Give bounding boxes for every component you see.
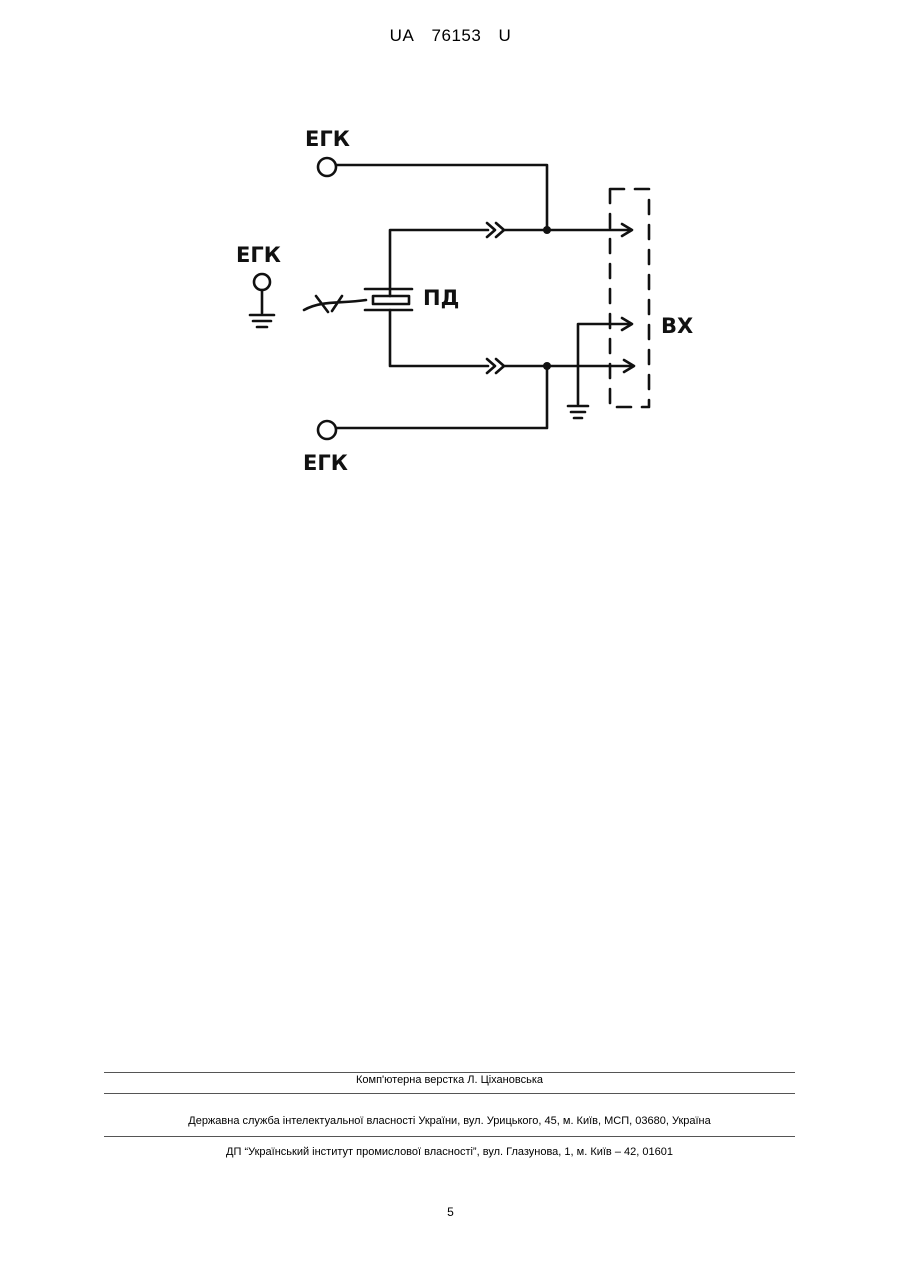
footer-layout-credit: Комп'ютерна верстка Л. Ціхановська: [104, 1074, 795, 1086]
label-left-electrode: ЕГК: [236, 243, 281, 267]
bottom-electrode-wire: [336, 366, 547, 428]
sensor-cable: [304, 296, 366, 312]
footer-rule-1: [104, 1072, 795, 1073]
page-number: 5: [0, 1205, 901, 1219]
label-input-block: ВХ: [661, 314, 693, 338]
input-block-frame: [610, 189, 649, 407]
ground-symbol-right: [568, 406, 588, 418]
sensor-body: [373, 296, 409, 304]
label-top-electrode: ЕГК: [305, 127, 350, 151]
label-sensor: ПД: [423, 286, 459, 310]
left-electrode-circle: [254, 274, 270, 290]
upper-connector: [487, 223, 504, 237]
footer-service-address: Державна служба інтелектуальної власност…: [104, 1115, 795, 1127]
footer-institute-address: ДП “Український інститут промислової вла…: [104, 1146, 795, 1158]
upper-junction: [543, 226, 551, 234]
bottom-electrode-circle: [318, 421, 336, 439]
ground-symbol-left: [250, 315, 274, 327]
top-electrode-circle: [318, 158, 336, 176]
lower-connector: [487, 359, 504, 373]
label-bottom-electrode: ЕГК: [303, 451, 348, 475]
circuit-diagram: ЕГК ЕГК ЕГК ПД ВХ: [0, 0, 901, 520]
top-electrode-wire: [336, 165, 547, 230]
footer-rule-2: [104, 1093, 795, 1094]
ground-input-wire: [578, 324, 630, 404]
lower-signal-wire: [390, 310, 488, 366]
lower-junction: [543, 362, 551, 370]
footer-rule-3: [104, 1136, 795, 1137]
